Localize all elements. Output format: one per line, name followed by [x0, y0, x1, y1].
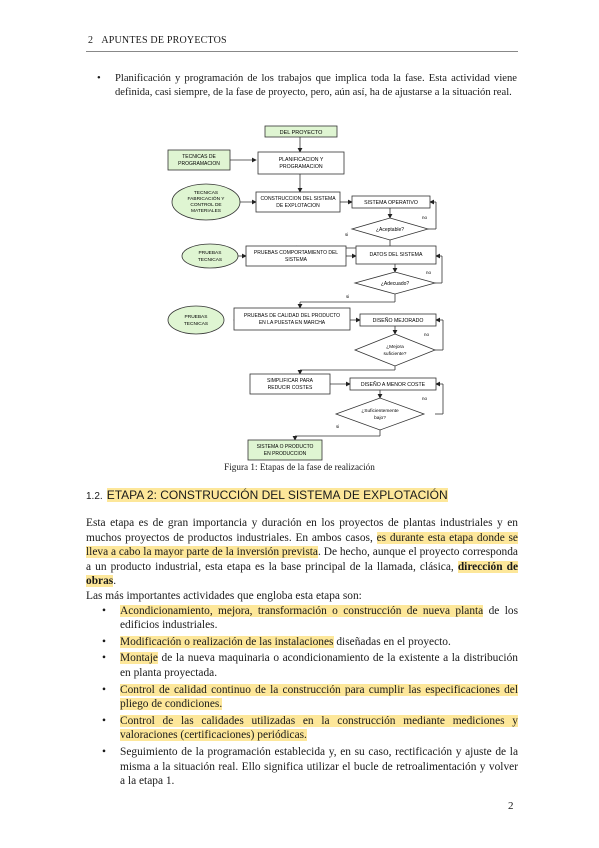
list-item: •Montaje de la nueva maquinaria o acondi…	[102, 652, 518, 679]
svg-text:PROGRAMACION: PROGRAMACION	[178, 161, 220, 167]
tech-manufacturing-ellipse	[171, 183, 241, 221]
header-rule	[86, 51, 518, 52]
svg-text:TECNICAS DE: TECNICAS DE	[182, 154, 216, 160]
lower-cost-design-box	[349, 377, 437, 391]
list-item: •Control de calidad continuo de la const…	[102, 683, 518, 711]
bullet-icon: •	[102, 604, 106, 617]
svg-text:MATERIALES: MATERIALES	[191, 208, 221, 214]
quality-tests-box	[233, 307, 351, 331]
svg-text:no: no	[422, 396, 428, 401]
intro-bullet-text: Planificación y programación de los trab…	[115, 73, 517, 98]
intro-bullet: • Planificación y programación de los tr…	[97, 72, 517, 100]
svg-text:PROGRAMACION: PROGRAMACION	[279, 164, 322, 170]
paragraph-1: Esta etapa es de gran importancia y dura…	[86, 517, 519, 588]
operating-system-label: SISTEMA OPERATIVO	[364, 200, 418, 206]
paragraph-2: Las más importantes actividades que engl…	[86, 589, 362, 602]
section-heading: 1.2.ETAPA 2: CONSTRUCCIÓN DEL SISTEMA DE…	[86, 488, 448, 502]
page-header: 2 APUNTES DE PROYECTOS	[88, 35, 227, 46]
acceptable-diamond	[350, 217, 430, 241]
svg-text:REDUCIR COSTES: REDUCIR COSTES	[268, 385, 313, 391]
svg-text:CONSTRUCCION DEL SISTEMA: CONSTRUCCION DEL SISTEMA	[260, 196, 336, 202]
svg-text:EN PRODUCCION: EN PRODUCCION	[264, 451, 307, 457]
planning-box	[257, 151, 345, 175]
svg-text:TECNICAS: TECNICAS	[194, 190, 218, 196]
svg-text:TECNICAS: TECNICAS	[198, 257, 222, 263]
behavior-tests-box	[245, 245, 347, 267]
svg-text:no: no	[424, 332, 430, 337]
construction-box	[255, 191, 341, 213]
svg-text:PRUEBAS DE CALIDAD DEL PRODUCT: PRUEBAS DE CALIDAD DEL PRODUCTO	[244, 313, 340, 319]
improved-design-label: DISEÑO MEJORADO	[373, 317, 424, 324]
yes-label: si	[345, 232, 348, 237]
flowchart: DEL PROYECTO PLANIFICACION Y PROGRAMACIO…	[167, 125, 444, 461]
list-item: •Seguimiento de la programación establec…	[102, 745, 518, 788]
section-number: 1.2.	[86, 491, 103, 502]
bullet-icon: •	[102, 745, 106, 758]
svg-text:¿Mejora: ¿Mejora	[386, 344, 404, 350]
no-label: no	[422, 215, 428, 220]
production-box	[247, 439, 323, 461]
svg-text:suficiente?: suficiente?	[384, 351, 407, 357]
improved-design-box	[359, 313, 437, 327]
bullet-icon: •	[102, 635, 106, 648]
svg-text:EN LA PUESTA EN MARCHA: EN LA PUESTA EN MARCHA	[259, 320, 326, 326]
svg-text:¿Suficientemente: ¿Suficientemente	[361, 408, 399, 414]
start-label: DEL PROYECTO	[280, 130, 324, 136]
svg-text:DE EXPLOTACION: DE EXPLOTACION	[276, 203, 320, 209]
tech-tests-ellipse	[181, 243, 239, 269]
svg-text:no: no	[426, 270, 432, 275]
bullet-icon: •	[102, 714, 106, 727]
activities-list: •Acondicionamiento, mejora, transformaci…	[86, 604, 518, 789]
tech-programming-box	[167, 149, 231, 171]
svg-text:PRUEBAS: PRUEBAS	[185, 314, 208, 320]
svg-text:bajo?: bajo?	[374, 415, 386, 421]
simplify-box	[249, 373, 331, 395]
lower-cost-design-label: DISEÑO A MENOR COSTE	[361, 381, 426, 388]
system-data-box	[355, 245, 437, 265]
section-title: ETAPA 2: CONSTRUCCIÓN DEL SISTEMA DE EXP…	[106, 488, 448, 502]
system-data-label: DATOS DEL SISTEMA	[370, 252, 423, 258]
start-box	[264, 125, 338, 138]
adequate-diamond	[353, 271, 437, 295]
body-text: Esta etapa es de gran importancia y dura…	[86, 516, 519, 791]
footer-page-number: 2	[508, 800, 514, 812]
list-item: •Acondicionamiento, mejora, transformaci…	[102, 604, 518, 632]
planning-label: PLANIFICACION Y	[279, 157, 324, 163]
svg-text:TECNICAS: TECNICAS	[184, 321, 208, 327]
list-item: •Modificación o realización de las insta…	[102, 635, 451, 648]
svg-text:PRUEBAS: PRUEBAS	[199, 250, 222, 256]
svg-text:FABRICACIÓN Y: FABRICACIÓN Y	[188, 195, 226, 202]
svg-text:PRUEBAS COMPORTAMIENTO DEL: PRUEBAS COMPORTAMIENTO DEL	[254, 250, 338, 256]
svg-text:CONTROL DE: CONTROL DE	[190, 202, 221, 208]
operating-system-box	[351, 195, 431, 209]
acceptable-label: ¿Aceptable?	[376, 227, 404, 233]
tech-tests-2-ellipse	[167, 305, 225, 335]
svg-text:SISTEMA: SISTEMA	[285, 257, 308, 263]
svg-text:SIMPLIFICAR PARA: SIMPLIFICAR PARA	[267, 378, 314, 384]
header-title: APUNTES DE PROYECTOS	[101, 35, 227, 46]
bullet-icon: •	[97, 73, 101, 84]
bullet-icon: •	[102, 652, 106, 665]
list-item: •Control de las calidades utilizadas en …	[102, 714, 518, 742]
better-sufficient-diamond	[353, 333, 437, 367]
svg-text:SISTEMA O PRODUCTO: SISTEMA O PRODUCTO	[257, 444, 314, 450]
header-page-number: 2	[88, 35, 94, 46]
sufficiently-cheap-diamond	[334, 397, 426, 431]
svg-text:si: si	[336, 424, 339, 429]
bullet-icon: •	[102, 683, 106, 696]
svg-text:si: si	[346, 294, 349, 299]
adequate-label: ¿Adecuado?	[381, 281, 410, 287]
figure-caption: Figura 1: Etapas de la fase de realizaci…	[224, 462, 375, 472]
